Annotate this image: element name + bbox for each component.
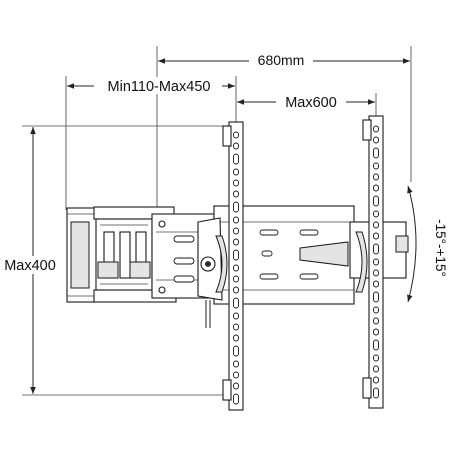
left-bracket-slots — [233, 131, 239, 405]
bracket-slot — [373, 317, 379, 325]
bracket-slot — [373, 365, 379, 373]
arm-link — [119, 231, 131, 279]
wall-plate-inner — [70, 221, 90, 289]
left-vertical-bracket — [215, 121, 244, 411]
bracket-slot — [233, 371, 239, 379]
bracket-slot — [373, 162, 379, 170]
bracket-slot — [373, 291, 379, 303]
bracket-slot — [233, 275, 239, 283]
tilt-joint — [197, 217, 223, 328]
total-width-label: 680mm — [258, 52, 305, 68]
right-bracket-hook-top — [362, 119, 372, 141]
arm-slot — [173, 235, 195, 243]
bracket-slot — [373, 258, 379, 266]
bracket-slot — [373, 195, 379, 207]
center-slot — [299, 273, 319, 280]
bracket-slot — [373, 243, 379, 255]
bracket-spacing-label: Max600 — [285, 95, 337, 111]
bracket-slot — [233, 393, 239, 405]
tilt-knob-center — [205, 261, 211, 267]
articulating-arm — [93, 206, 215, 303]
arm-hinge — [129, 261, 151, 279]
bracket-slot — [233, 360, 239, 368]
dimension-tilt: -15°-+15° — [407, 185, 448, 303]
right-bracket-arc — [355, 231, 368, 293]
bracket-slot — [233, 312, 239, 320]
label-bg — [249, 52, 313, 68]
dimension-total-width: 680mm — [156, 46, 412, 208]
bracket-slot — [373, 221, 379, 229]
bracket-slot — [373, 184, 379, 192]
bracket-slot — [373, 328, 379, 336]
bracket-slot — [373, 269, 379, 277]
bracket-slot — [373, 136, 379, 144]
dimension-height: Max400 — [0, 125, 232, 396]
bracket-slot — [233, 238, 239, 246]
dimension-arm-extension: Min110-Max450 — [65, 76, 237, 210]
label-bg — [94, 77, 222, 94]
side-knob — [395, 235, 409, 253]
dimension-bracket-spacing: Max600 — [237, 93, 377, 118]
bracket-slot — [233, 168, 239, 176]
bracket-slot — [373, 173, 379, 181]
bracket-slot — [373, 280, 379, 288]
right-bracket-hook-bottom — [362, 377, 372, 399]
arm-slot — [173, 275, 195, 283]
center-slot — [261, 250, 273, 257]
arm-extension-label: Min110-Max450 — [108, 79, 211, 95]
bracket-slot — [233, 345, 239, 357]
bracket-slot — [373, 125, 379, 133]
screw — [158, 220, 166, 228]
bracket-slot — [233, 334, 239, 342]
bracket-slot — [373, 376, 379, 384]
bracket-slot — [373, 306, 379, 314]
bracket-slot — [373, 339, 379, 351]
bracket-slot — [233, 201, 239, 213]
center-slot — [299, 229, 319, 236]
bracket-slot — [373, 354, 379, 362]
wall-plate — [66, 207, 98, 303]
bracket-slot — [233, 227, 239, 235]
bracket-slot — [233, 190, 239, 198]
center-plate-cutout — [299, 241, 349, 267]
center-slot — [259, 273, 279, 280]
left-bracket-hook-bottom — [222, 379, 232, 401]
bracket-slot — [233, 131, 239, 139]
tilt-arc-arrow — [407, 185, 417, 303]
bracket-slot — [233, 264, 239, 272]
label-bg — [276, 93, 346, 110]
arm-slot — [173, 257, 195, 265]
bracket-slot — [373, 387, 379, 399]
left-bracket-hook-top — [222, 125, 232, 147]
bracket-slot — [233, 286, 239, 294]
arm-hinge — [97, 261, 119, 279]
left-bracket-arc — [215, 235, 228, 293]
bracket-slot — [373, 232, 379, 240]
bracket-slot — [233, 297, 239, 309]
bracket-slot — [373, 210, 379, 218]
right-bracket-slots — [373, 125, 379, 399]
height-label: Max400 — [4, 258, 56, 274]
bracket-slot — [233, 249, 239, 261]
bracket-slot — [373, 147, 379, 159]
bracket-slot — [233, 216, 239, 224]
right-vertical-bracket — [355, 115, 384, 409]
screw — [158, 286, 166, 294]
bracket-slot — [233, 142, 239, 150]
bracket-slot — [233, 179, 239, 187]
label-bg — [0, 256, 60, 274]
tilt-label: -15°-+15° — [433, 219, 448, 277]
bracket-slot — [233, 153, 239, 165]
bracket-slot — [233, 323, 239, 331]
bracket-slot — [233, 382, 239, 390]
center-slot — [259, 229, 279, 236]
